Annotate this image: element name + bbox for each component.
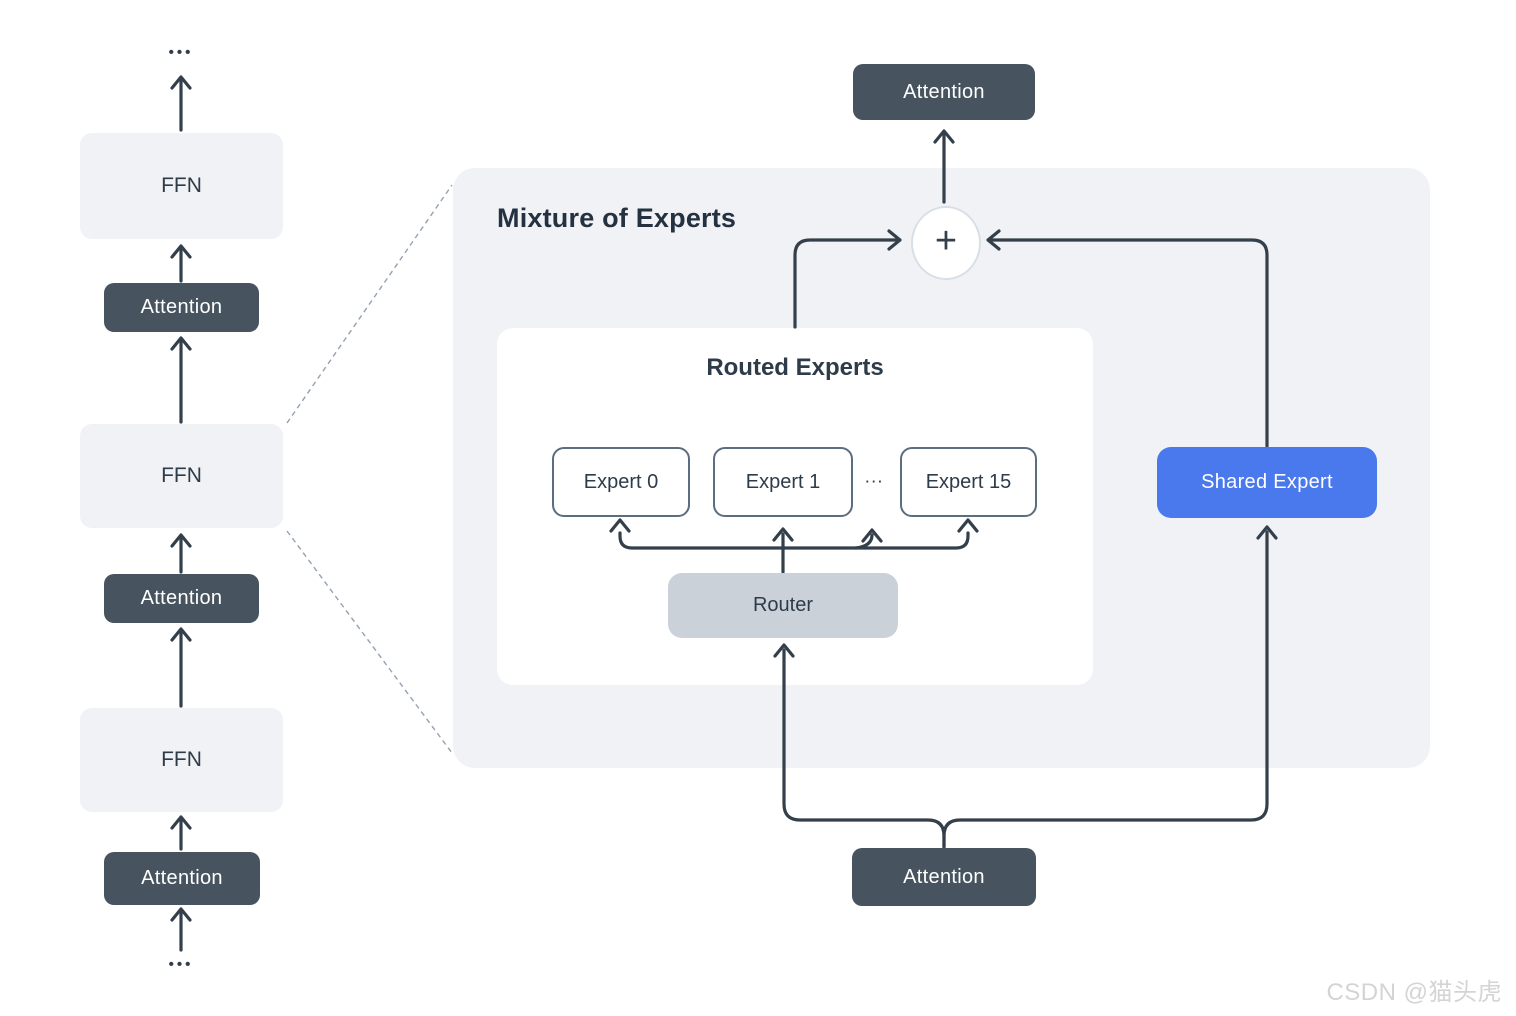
ellipsis-top: ••• <box>168 44 194 61</box>
watermark: CSDN @猫头虎 <box>1326 979 1502 1006</box>
arrow-routed-to-sum <box>793 229 902 329</box>
arrow-sum-to-attention <box>933 129 955 204</box>
ffn-block-3: FFN <box>80 708 283 812</box>
ffn-block-1: FFN <box>80 133 283 239</box>
dotted-connector-bottom <box>286 530 453 754</box>
expert-15-box: Expert 15 <box>900 447 1037 517</box>
router-fanout-arrows <box>609 518 979 574</box>
routed-experts-title: Routed Experts <box>706 354 884 381</box>
attention-block-3: Attention <box>104 852 260 905</box>
expert-1-box: Expert 1 <box>713 447 853 517</box>
attention-block-2: Attention <box>104 574 259 623</box>
moe-panel-title: Mixture of Experts <box>497 203 737 233</box>
expert-0-box: Expert 0 <box>552 447 690 517</box>
arrow-attention-to-shared <box>942 525 1278 849</box>
left-stack-arrows <box>170 75 192 952</box>
shared-expert-box: Shared Expert <box>1157 447 1377 518</box>
attention-block-1: Attention <box>104 283 259 332</box>
sum-node: + <box>911 206 981 280</box>
experts-ellipsis: ··· <box>865 474 885 489</box>
dotted-connector-top <box>286 184 453 424</box>
arrow-shared-to-sum <box>986 229 1269 448</box>
attention-bottom-box: Attention <box>852 848 1036 906</box>
arrow-attention-to-router <box>773 643 946 849</box>
plus-icon: + <box>934 220 958 262</box>
attention-top-box: Attention <box>853 64 1035 120</box>
ffn-block-2: FFN <box>80 424 283 528</box>
ellipsis-bottom: ••• <box>168 956 194 973</box>
router-box: Router <box>668 573 898 638</box>
